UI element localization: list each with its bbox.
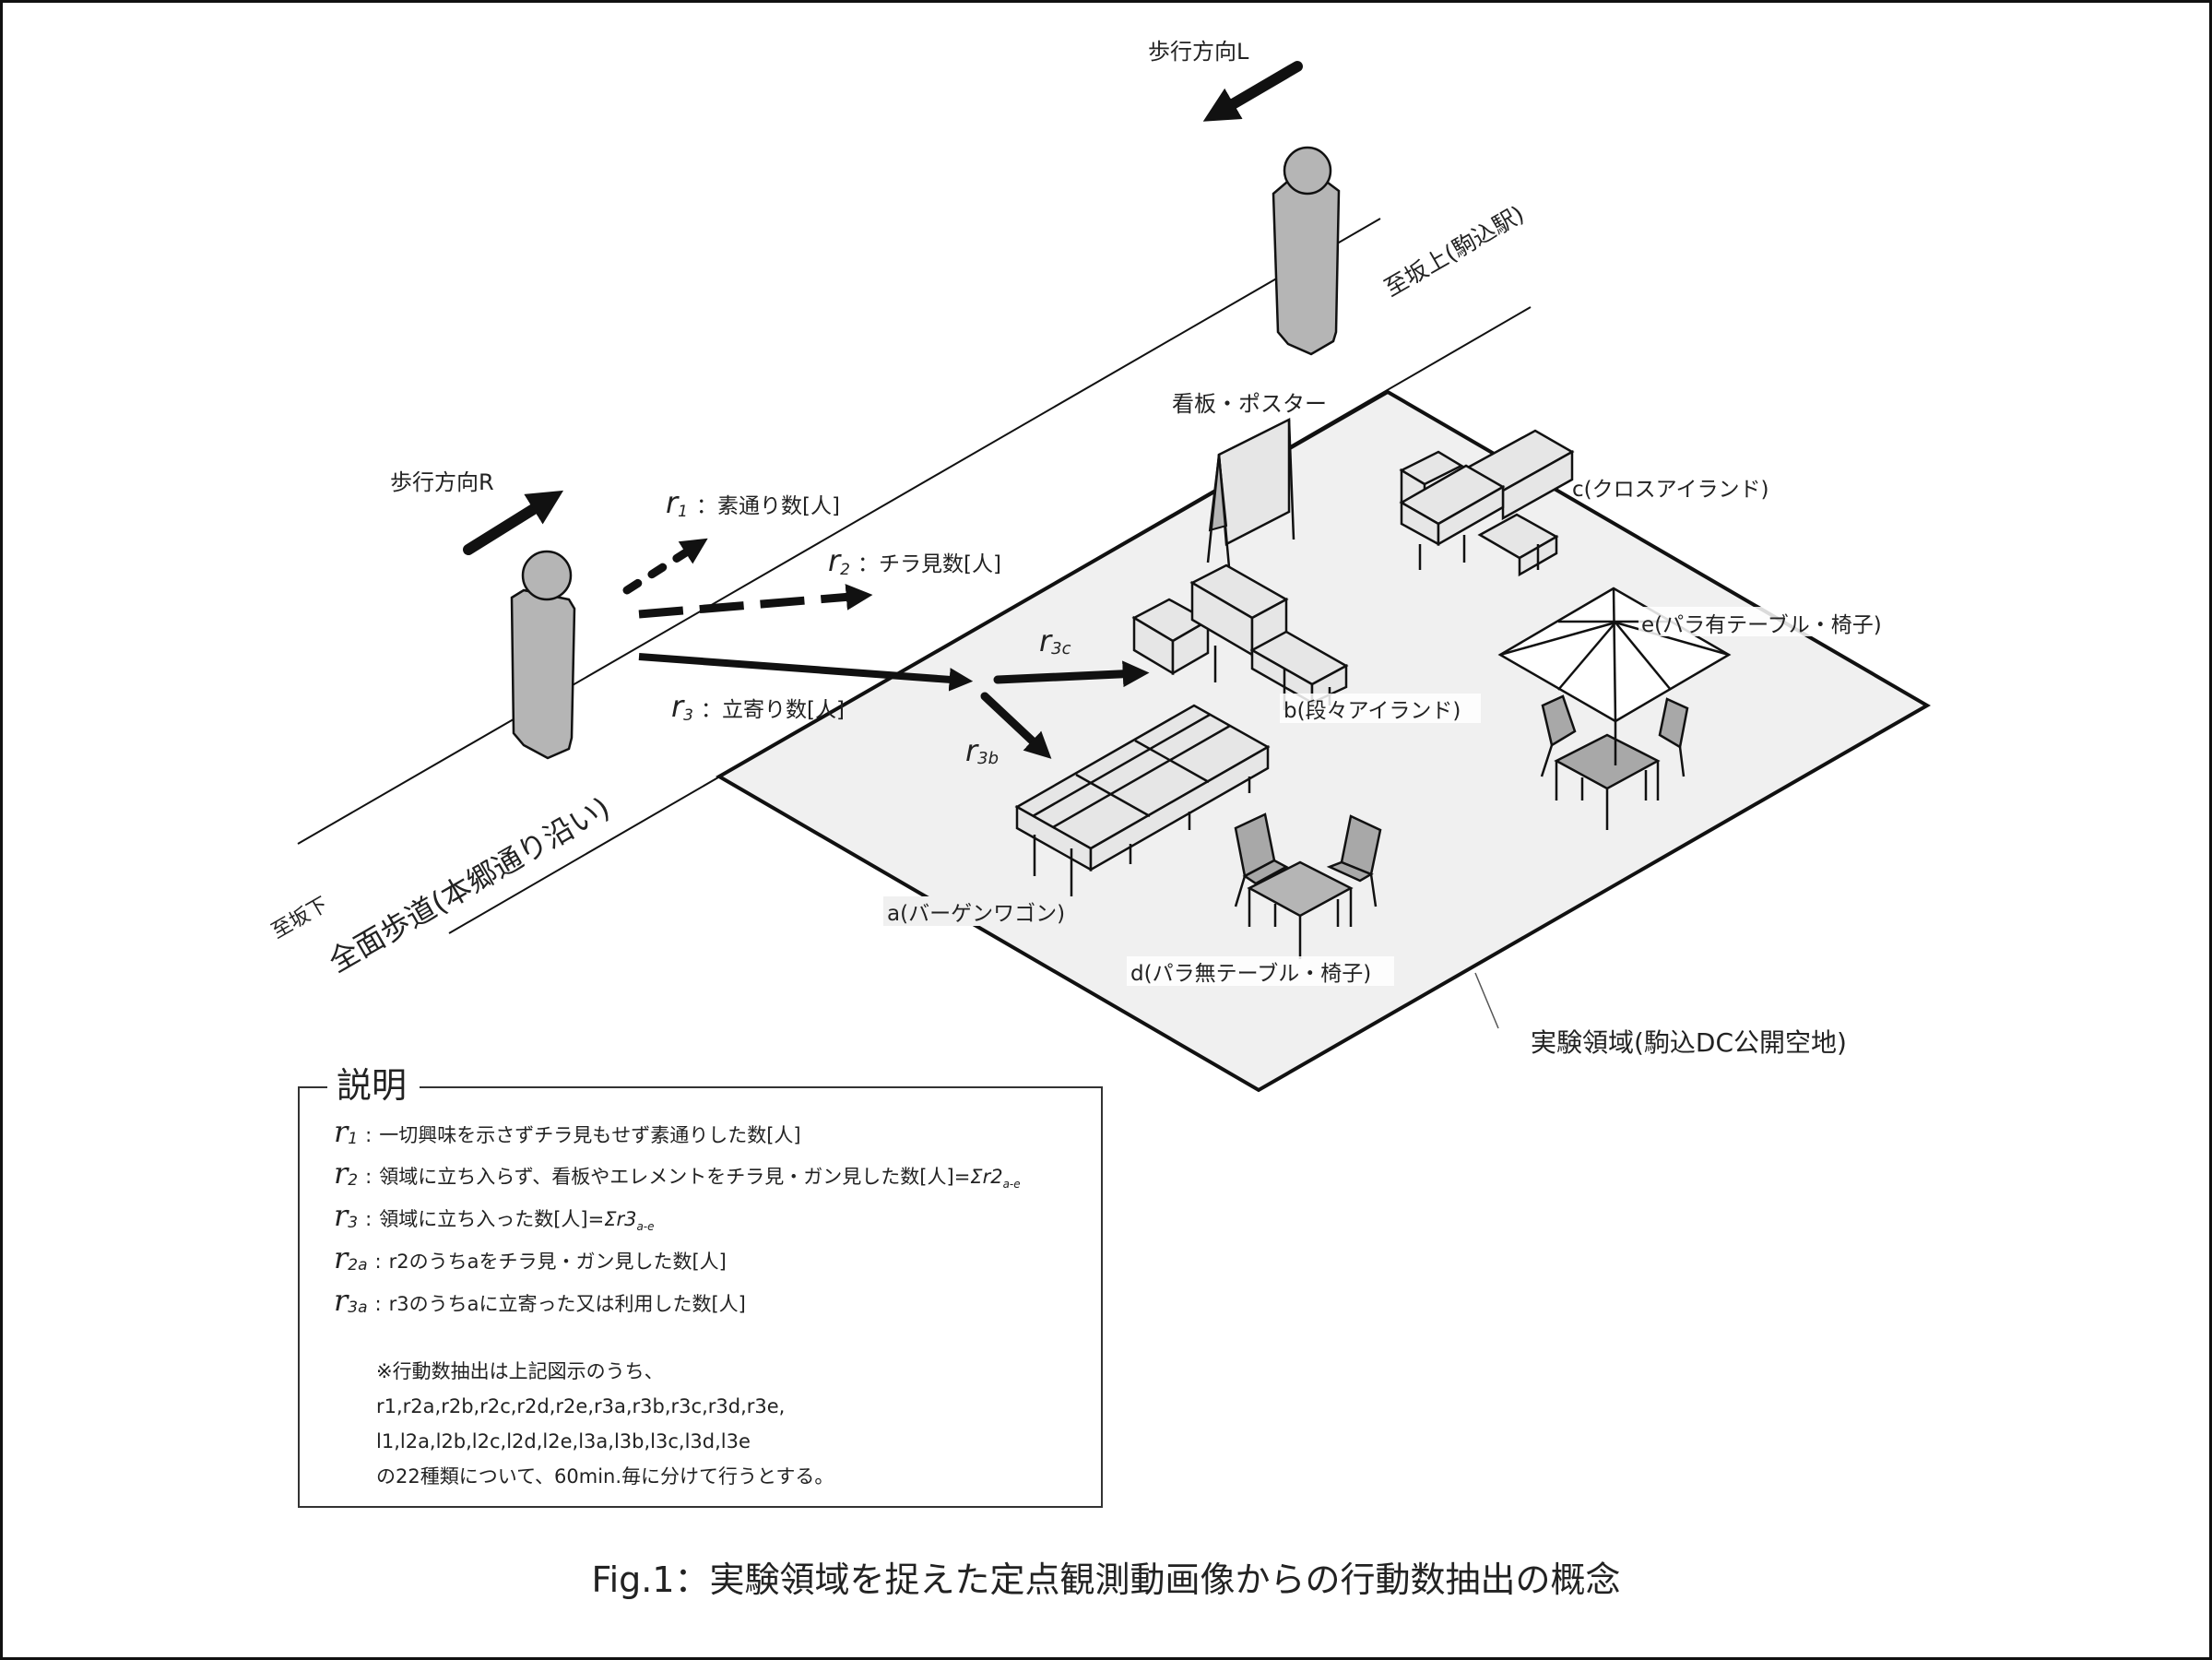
legend-text: 領域に立ち入った数[人]=	[379, 1208, 605, 1230]
legend-symbol: r3	[334, 1198, 359, 1233]
element-labels: a(バーゲンワゴン) b(段々アイランド) c(クロスアイランド) d(パラ無テ…	[883, 478, 1989, 986]
element-c-label: c(クロスアイランド)	[1572, 478, 1768, 502]
legend-sum: Σr2a-e	[970, 1166, 1021, 1192]
flow-r3c-arrow	[993, 660, 1150, 688]
cross-island-c	[1399, 429, 1575, 577]
flow-r1-text: ：素通り数[人]	[696, 494, 840, 518]
legend-symbol: r3a	[334, 1283, 368, 1318]
element-d-label: d(パラ無テーブル・椅子)	[1130, 962, 1371, 986]
flow-r2-sub: 2	[840, 561, 850, 579]
toward-downhill-label: 至坂下	[268, 894, 333, 944]
note-line: の22種類について、60min.毎に分けて行うとする。	[376, 1465, 834, 1488]
flow-r1-symbol: r	[666, 485, 680, 520]
element-e-label: e(パラ有テーブル・椅子)	[1641, 613, 1882, 637]
flow-r3-text: ：立寄り数[人]	[701, 698, 845, 722]
legend-sum: Σr3a-e	[604, 1208, 655, 1234]
walk-direction-l-arrow	[1202, 61, 1303, 122]
figure-caption: Fig.1：実験領域を捉えた定点観測動画像からの行動数抽出の概念	[591, 1559, 1621, 1600]
legend-symbol: r2a	[334, 1240, 368, 1275]
flow-r2-symbol: r	[828, 543, 842, 578]
legend-text: r3のうちaに立寄った又は利用した数[人]	[388, 1293, 746, 1315]
flow-r3-sub: 3	[683, 706, 693, 725]
toward-uphill-label: 至坂上(駒込駅)	[1380, 200, 1529, 302]
sidewalk-edge-upper	[297, 218, 1381, 845]
element-a-label: a(バーゲンワゴン)	[887, 902, 1065, 926]
flow-r2-label: r2 ：チラ見数[人]	[828, 543, 1001, 579]
person-left-walker	[1272, 146, 1341, 356]
flow-r3-label: r3 ：立寄り数[人]	[671, 689, 845, 725]
note-line: r1,r2a,r2b,r2c,r2d,r2e,r3a,r3b,r3c,r3d,r…	[376, 1395, 786, 1417]
signboard-label: 看板・ポスター	[1172, 391, 1327, 417]
note-line: ※行動数抽出は上記図示のうち、	[376, 1360, 664, 1382]
legend-symbol: r2	[334, 1156, 359, 1191]
legend-text: 領域に立ち入らず、看板やエレメントをチラ見・ガン見した数[人]=	[379, 1166, 971, 1188]
sidewalk-label: 全面歩道(本郷通り沿い)	[323, 790, 616, 979]
legend-text: r2のうちaをチラ見・ガン見した数[人]	[388, 1251, 727, 1273]
note-line: l1,l2a,l2b,l2c,l2d,l2e,l3a,l3b,l3c,l3d,l…	[376, 1430, 751, 1452]
legend-symbol: r1	[334, 1114, 359, 1149]
legend-item-r1: r1 : 一切興味を示さずチラ見もせず素通りした数[人]	[334, 1114, 801, 1149]
legend-item-r2a: r2a : r2のうちaをチラ見・ガン見した数[人]	[334, 1240, 727, 1275]
flow-r2-text: ：チラ見数[人]	[858, 552, 1001, 576]
flow-r3-arrow	[638, 653, 974, 692]
walk-direction-l-label: 歩行方向L	[1148, 39, 1249, 65]
table-chairs-e	[1497, 587, 1732, 830]
flow-r3c-sub: 3c	[1051, 639, 1071, 658]
flow-r2-arrow	[638, 584, 873, 619]
signboard-easel	[1206, 417, 1295, 568]
walk-direction-r-arrow	[463, 490, 564, 555]
svg-text:r3: r3	[671, 689, 693, 725]
flow-r3-symbol: r	[671, 689, 685, 724]
legend-item-r3a: r3a : r3のうちaに立寄った又は利用した数[人]	[334, 1283, 746, 1318]
legend-item-r2: r2 : 領域に立ち入らず、看板やエレメントをチラ見・ガン見した数[人]= Σr…	[334, 1156, 1021, 1192]
flow-r3b-arrow	[980, 692, 1052, 759]
flow-r3b-symbol: r	[965, 733, 979, 768]
legend-title: 説明	[327, 1059, 420, 1112]
element-b-label: b(段々アイランド)	[1283, 699, 1461, 723]
flow-r3c-label: r3c	[1039, 623, 1071, 658]
svg-text:r1: r1	[666, 485, 688, 521]
legend-item-r3: r3 : 領域に立ち入った数[人]= Σr3a-e	[334, 1198, 655, 1234]
table-chairs-d	[1234, 812, 1382, 959]
flow-r1-sub: 1	[678, 503, 688, 521]
flow-r1-arrow	[622, 538, 708, 595]
svg-text:r2: r2	[828, 543, 850, 579]
legend-text: 一切興味を示さずチラ見もせず素通りした数[人]	[379, 1124, 801, 1146]
person-right-walker	[510, 550, 576, 760]
bargain-wagon-a	[1014, 704, 1271, 896]
walk-direction-r-label: 歩行方向R	[390, 469, 494, 495]
stepped-island-b	[1131, 563, 1349, 710]
flow-r3c-symbol: r	[1039, 623, 1053, 658]
experiment-area-leader	[1474, 972, 1499, 1029]
flow-r3b-sub: 3b	[977, 749, 999, 768]
experiment-area-label: 実験領域(駒込DC公開空地)	[1531, 1027, 1847, 1058]
legend-box	[298, 1086, 1103, 1508]
legend-note: ※行動数抽出は上記図示のうち、 r1,r2a,r2b,r2c,r2d,r2e,r…	[376, 1354, 834, 1494]
flow-r3b-label: r3b	[965, 733, 999, 768]
flow-r1-label: r1 ：素通り数[人]	[666, 485, 840, 521]
